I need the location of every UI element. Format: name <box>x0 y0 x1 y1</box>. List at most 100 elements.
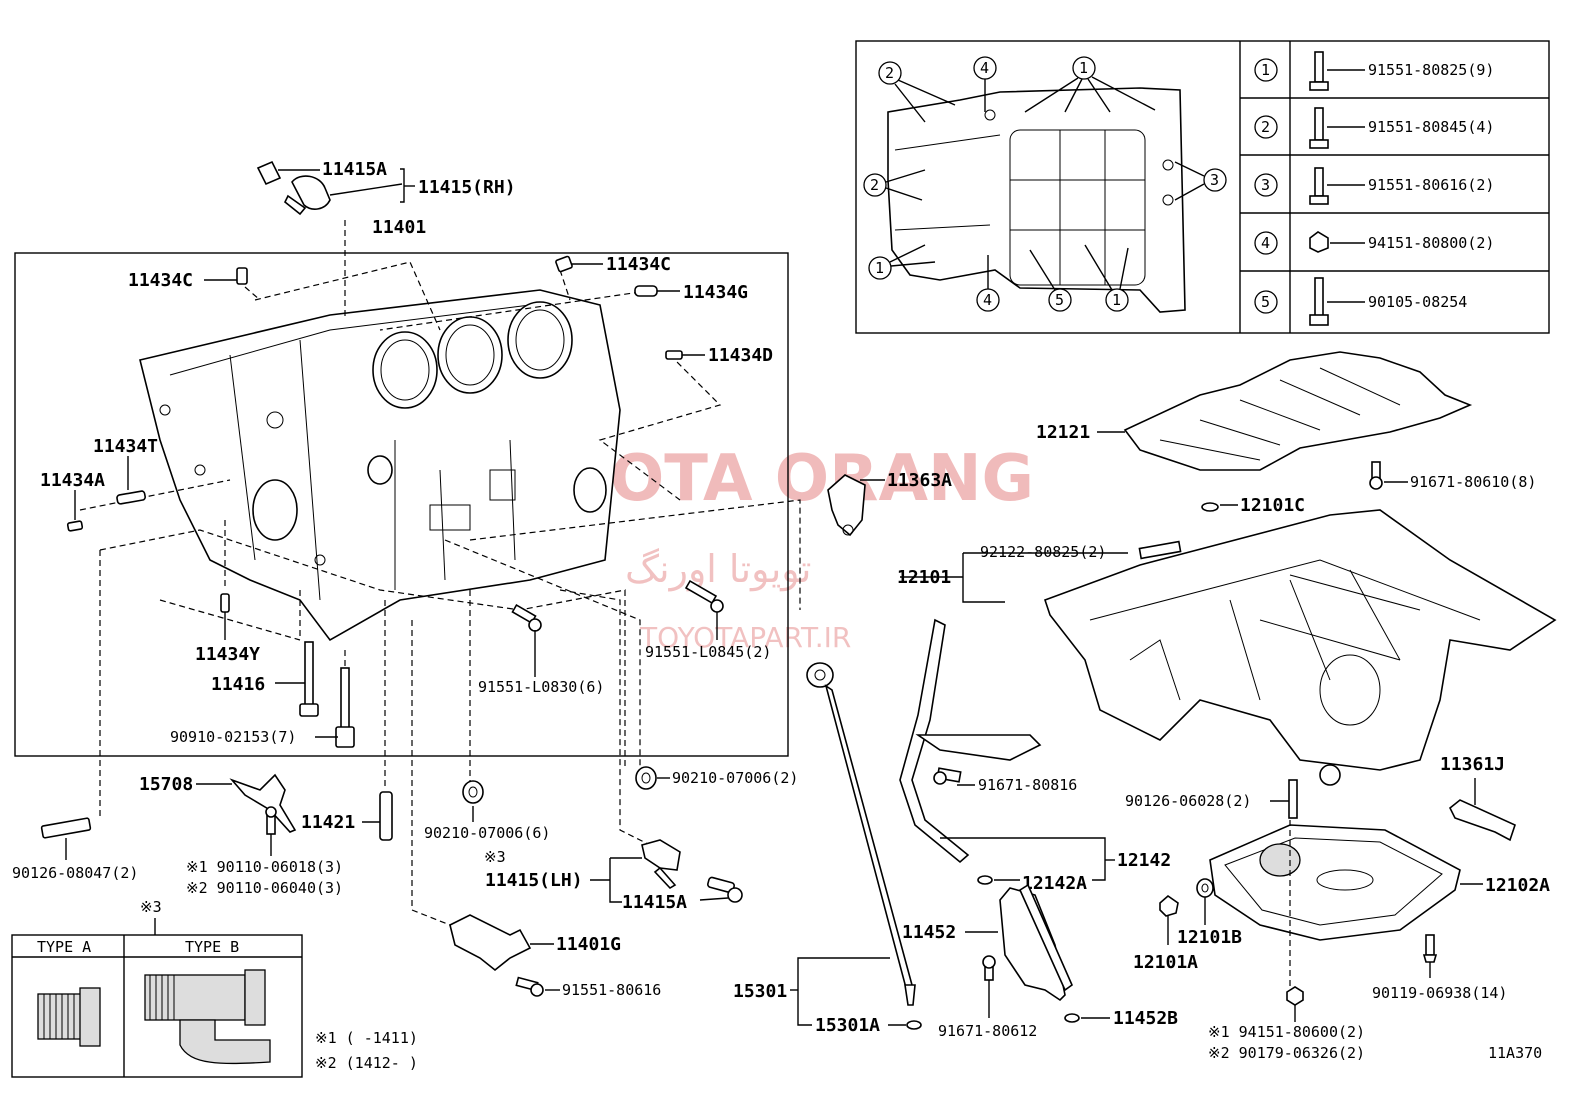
bolt-90119: 90119-06938(14) <box>1372 934 1507 1002</box>
label-15708: 15708 <box>139 774 193 795</box>
label-11434D: 11434D <box>708 345 773 366</box>
inset-callouts: 2 4 1 2 3 1 4 5 1 <box>863 56 1227 312</box>
callout-4b: 4 <box>983 291 992 309</box>
label-91671-80610: 91671-80610(8) <box>1410 473 1536 491</box>
inset-row-1: 1 91551-80825(9) <box>1254 51 1494 91</box>
footnote-2: ※2 (1412- ) <box>315 1054 418 1072</box>
cylinder-block-drawing <box>139 289 621 642</box>
block-small-parts <box>66 255 724 748</box>
label-90910-02153: 90910-02153(7) <box>170 728 296 746</box>
watermark-url: TOYOTAPART.IR <box>639 621 851 654</box>
label-91551-80616: 91551-80616 <box>562 981 661 999</box>
footnotes: ※1 ( -1411) ※2 (1412- ) <box>315 1029 418 1072</box>
nut-94151: ※1 94151-80600(2) ※2 90179-06326(2) <box>1208 986 1365 1062</box>
label-12142: 12142 <box>1117 850 1171 871</box>
oil-pan-lower: 12102A <box>1209 820 1550 990</box>
footnote-1: ※1 ( -1411) <box>315 1029 418 1047</box>
label-90179-06326: ※2 90179-06326(2) <box>1208 1044 1365 1062</box>
label-11401G: 11401G <box>556 934 621 955</box>
label-11416: 11416 <box>211 674 265 695</box>
block-guide-lines <box>79 220 801 926</box>
inset-row-3: 3 91551-80616(2) <box>1254 167 1494 205</box>
row-2-part: 91551-80845(4) <box>1368 118 1494 136</box>
label-11434A: 11434A <box>40 470 105 491</box>
callout-5: 5 <box>1055 291 1064 309</box>
row-3-part: 91551-80616(2) <box>1368 176 1494 194</box>
inset-row-2: 2 91551-80845(4) <box>1254 107 1494 149</box>
callout-2b: 2 <box>870 176 879 194</box>
cylinder-block-frame <box>14 252 789 757</box>
bolt-inset: 2 4 1 2 3 1 4 5 1 1 915 <box>855 40 1550 334</box>
type-a-label: TYPE A <box>37 938 91 956</box>
oil-strainer: 91671-80816 12142 12142A <box>899 618 1171 894</box>
label-11434C-right: 11434C <box>606 254 671 275</box>
label-11434G: 11434G <box>683 282 748 303</box>
label-90210-07006-2: 90210-07006(2) <box>672 769 798 787</box>
label-91671-80612: 91671-80612 <box>938 1022 1037 1040</box>
row-1-num: 1 <box>1261 61 1270 79</box>
label-11434C-left: 11434C <box>128 270 193 291</box>
label-94151-80600: ※1 94151-80600(2) <box>1208 1023 1365 1041</box>
inset-row-4: 4 94151-80800(2) <box>1254 231 1494 255</box>
inset-table: 1 91551-80825(9) 2 91551-80845(4) 3 9155… <box>1254 51 1494 326</box>
row-4-num: 4 <box>1261 234 1270 252</box>
type-b-label: TYPE B <box>185 938 239 956</box>
dipstick: 15301 15301A <box>733 662 922 1036</box>
label-90210-07006-6: 90210-07006(6) <box>424 824 550 842</box>
label-11421: 11421 <box>301 812 355 833</box>
label-90110-06018: ※1 90110-06018(3) <box>186 858 343 876</box>
label-91671-80816: 91671-80816 <box>978 776 1077 794</box>
label-11452B: 11452B <box>1113 1008 1178 1029</box>
label-12102A: 12102A <box>1485 875 1550 896</box>
label-11415-lh: 11415(LH) <box>485 870 583 891</box>
bracket-11361J: 11361J <box>1440 754 1516 842</box>
label-92122-80825: 92122-80825(2) <box>980 543 1106 561</box>
label-11363A: 11363A <box>887 470 952 491</box>
inset-row-5: 5 90105-08254 <box>1254 277 1467 326</box>
label-12101B: 12101B <box>1177 927 1242 948</box>
callout-1a: 1 <box>1079 59 1088 77</box>
label-15301: 15301 <box>733 981 787 1002</box>
label-91551-L0830: 91551-L0830(6) <box>478 678 604 696</box>
row-1-part: 91551-80825(9) <box>1368 61 1494 79</box>
callout-1b: 1 <box>875 259 884 277</box>
baffle-plate: 12121 91671-80610(8) <box>1036 351 1536 491</box>
label-11361J: 11361J <box>1440 754 1505 775</box>
diagram-id: 11A370 <box>1488 1044 1542 1062</box>
label-11415-rh: 11415(RH) <box>418 177 516 198</box>
labels-left: 11415A 11415(RH) 11401 11434C 11434C 114… <box>40 159 773 746</box>
stud-90126-06028: 90126-06028(2) <box>1125 779 1298 819</box>
label-12101C: 12101C <box>1240 495 1305 516</box>
watermark-farsi: تویوتا اورنگ <box>625 547 812 592</box>
callout-2a: 2 <box>885 64 894 82</box>
label-11401: 11401 <box>372 217 426 238</box>
row-4-part: 94151-80800(2) <box>1368 234 1494 252</box>
label-12101: 12101 <box>897 567 951 588</box>
label-11434Y: 11434Y <box>195 644 260 665</box>
row-3-num: 3 <box>1261 176 1270 194</box>
label-12142A: 12142A <box>1022 873 1087 894</box>
callout-4a: 4 <box>980 59 989 77</box>
row-2-num: 2 <box>1261 118 1270 136</box>
oring-12101C: 12101C <box>1201 495 1305 516</box>
label-90119-06938: 90119-06938(14) <box>1372 984 1507 1002</box>
oil-pan-upper: 92122-80825(2) 12101 <box>897 509 1557 786</box>
callout-1c: 1 <box>1112 291 1121 309</box>
parts-lower-left: 15708 ※1 90110-06018(3) ※2 90110-06040(3… <box>12 766 798 999</box>
label-90110-06040: ※2 90110-06040(3) <box>186 879 343 897</box>
row-5-num: 5 <box>1261 293 1270 311</box>
type-box: ※3 TYPE A TYPE B <box>11 898 303 1078</box>
inset-frame <box>855 40 1550 334</box>
label-11415A-top: 11415A <box>322 159 387 180</box>
label-11415A-bottom: 11415A <box>622 892 687 913</box>
type-note3: ※3 <box>140 898 162 916</box>
baffle-11452: 11452 91671-80612 11452B <box>902 883 1178 1040</box>
oil-pump-bracket: 11363A <box>827 470 952 537</box>
knock-sensor-rh <box>256 160 331 216</box>
label-note3: ※3 <box>484 848 506 866</box>
plug-12101: 12101B 12101A <box>1133 878 1242 973</box>
row-5-part: 90105-08254 <box>1368 293 1467 311</box>
label-15301A: 15301A <box>815 1015 880 1036</box>
label-11434T: 11434T <box>93 436 158 457</box>
